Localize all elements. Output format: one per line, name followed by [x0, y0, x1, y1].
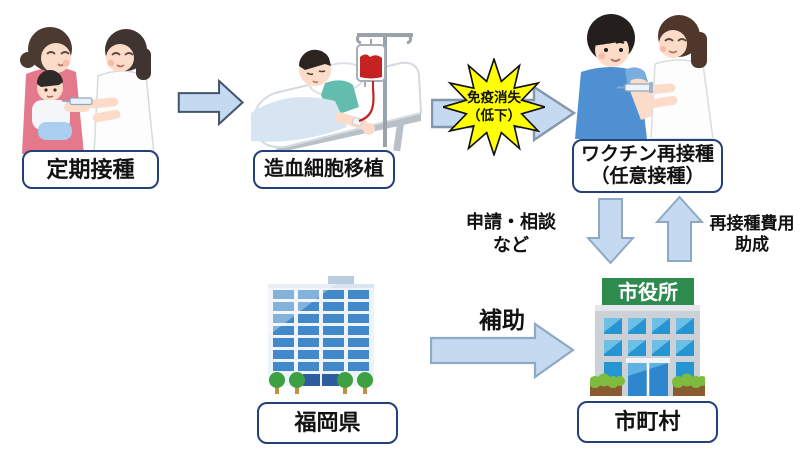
reimbursement-line1: 再接種費用 — [709, 214, 795, 233]
arrow-down-icon — [586, 198, 635, 265]
subsidy-label: 補助 — [479, 307, 525, 333]
subsidy-text: 補助 — [437, 306, 567, 335]
immunity-loss-starburst: 免疫消失 （低下） — [443, 58, 545, 156]
node-revaccination-line2: （任意接種） — [590, 166, 705, 187]
routine-vaccination-scene-icon — [14, 22, 168, 154]
application-consultation-text: 申請・相談 など — [452, 211, 570, 256]
reimbursement-text: 再接種費用 助成 — [700, 213, 800, 256]
node-transplant: 造血細胞移植 — [253, 150, 395, 189]
arrow-right-1-icon — [177, 79, 245, 126]
node-routine-label: 定期接種 — [46, 156, 135, 182]
node-revaccination-line1: ワクチン再接種 — [580, 144, 714, 166]
transplant-scene-icon — [251, 21, 425, 152]
revaccination-scene-icon — [567, 10, 723, 139]
node-transplant-label: 造血細胞移植 — [264, 158, 384, 180]
node-municipality-label: 市町村 — [614, 409, 681, 435]
node-prefecture-label: 福岡県 — [294, 410, 361, 436]
immunity-loss-line2: （低下） — [467, 108, 521, 123]
cityhall-sign-text: 市役所 — [618, 280, 678, 304]
arrow-right-3-icon — [430, 321, 575, 379]
node-prefecture: 福岡県 — [257, 402, 398, 444]
arrow-up-icon — [655, 195, 704, 263]
node-routine-vaccination: 定期接種 — [22, 150, 159, 189]
application-line2: など — [493, 234, 529, 255]
node-revaccination: ワクチン再接種 （任意接種） — [572, 139, 723, 193]
prefecture-building-icon — [256, 276, 386, 402]
reimbursement-line2: 助成 — [735, 235, 769, 255]
application-line1: 申請・相談 — [466, 212, 556, 232]
immunity-loss-line1: 免疫消失 — [467, 90, 521, 106]
cityhall-building-icon: 市役所 — [590, 276, 705, 402]
immunity-loss-text: 免疫消失 （低下） — [443, 58, 545, 156]
node-municipality: 市町村 — [577, 401, 718, 443]
